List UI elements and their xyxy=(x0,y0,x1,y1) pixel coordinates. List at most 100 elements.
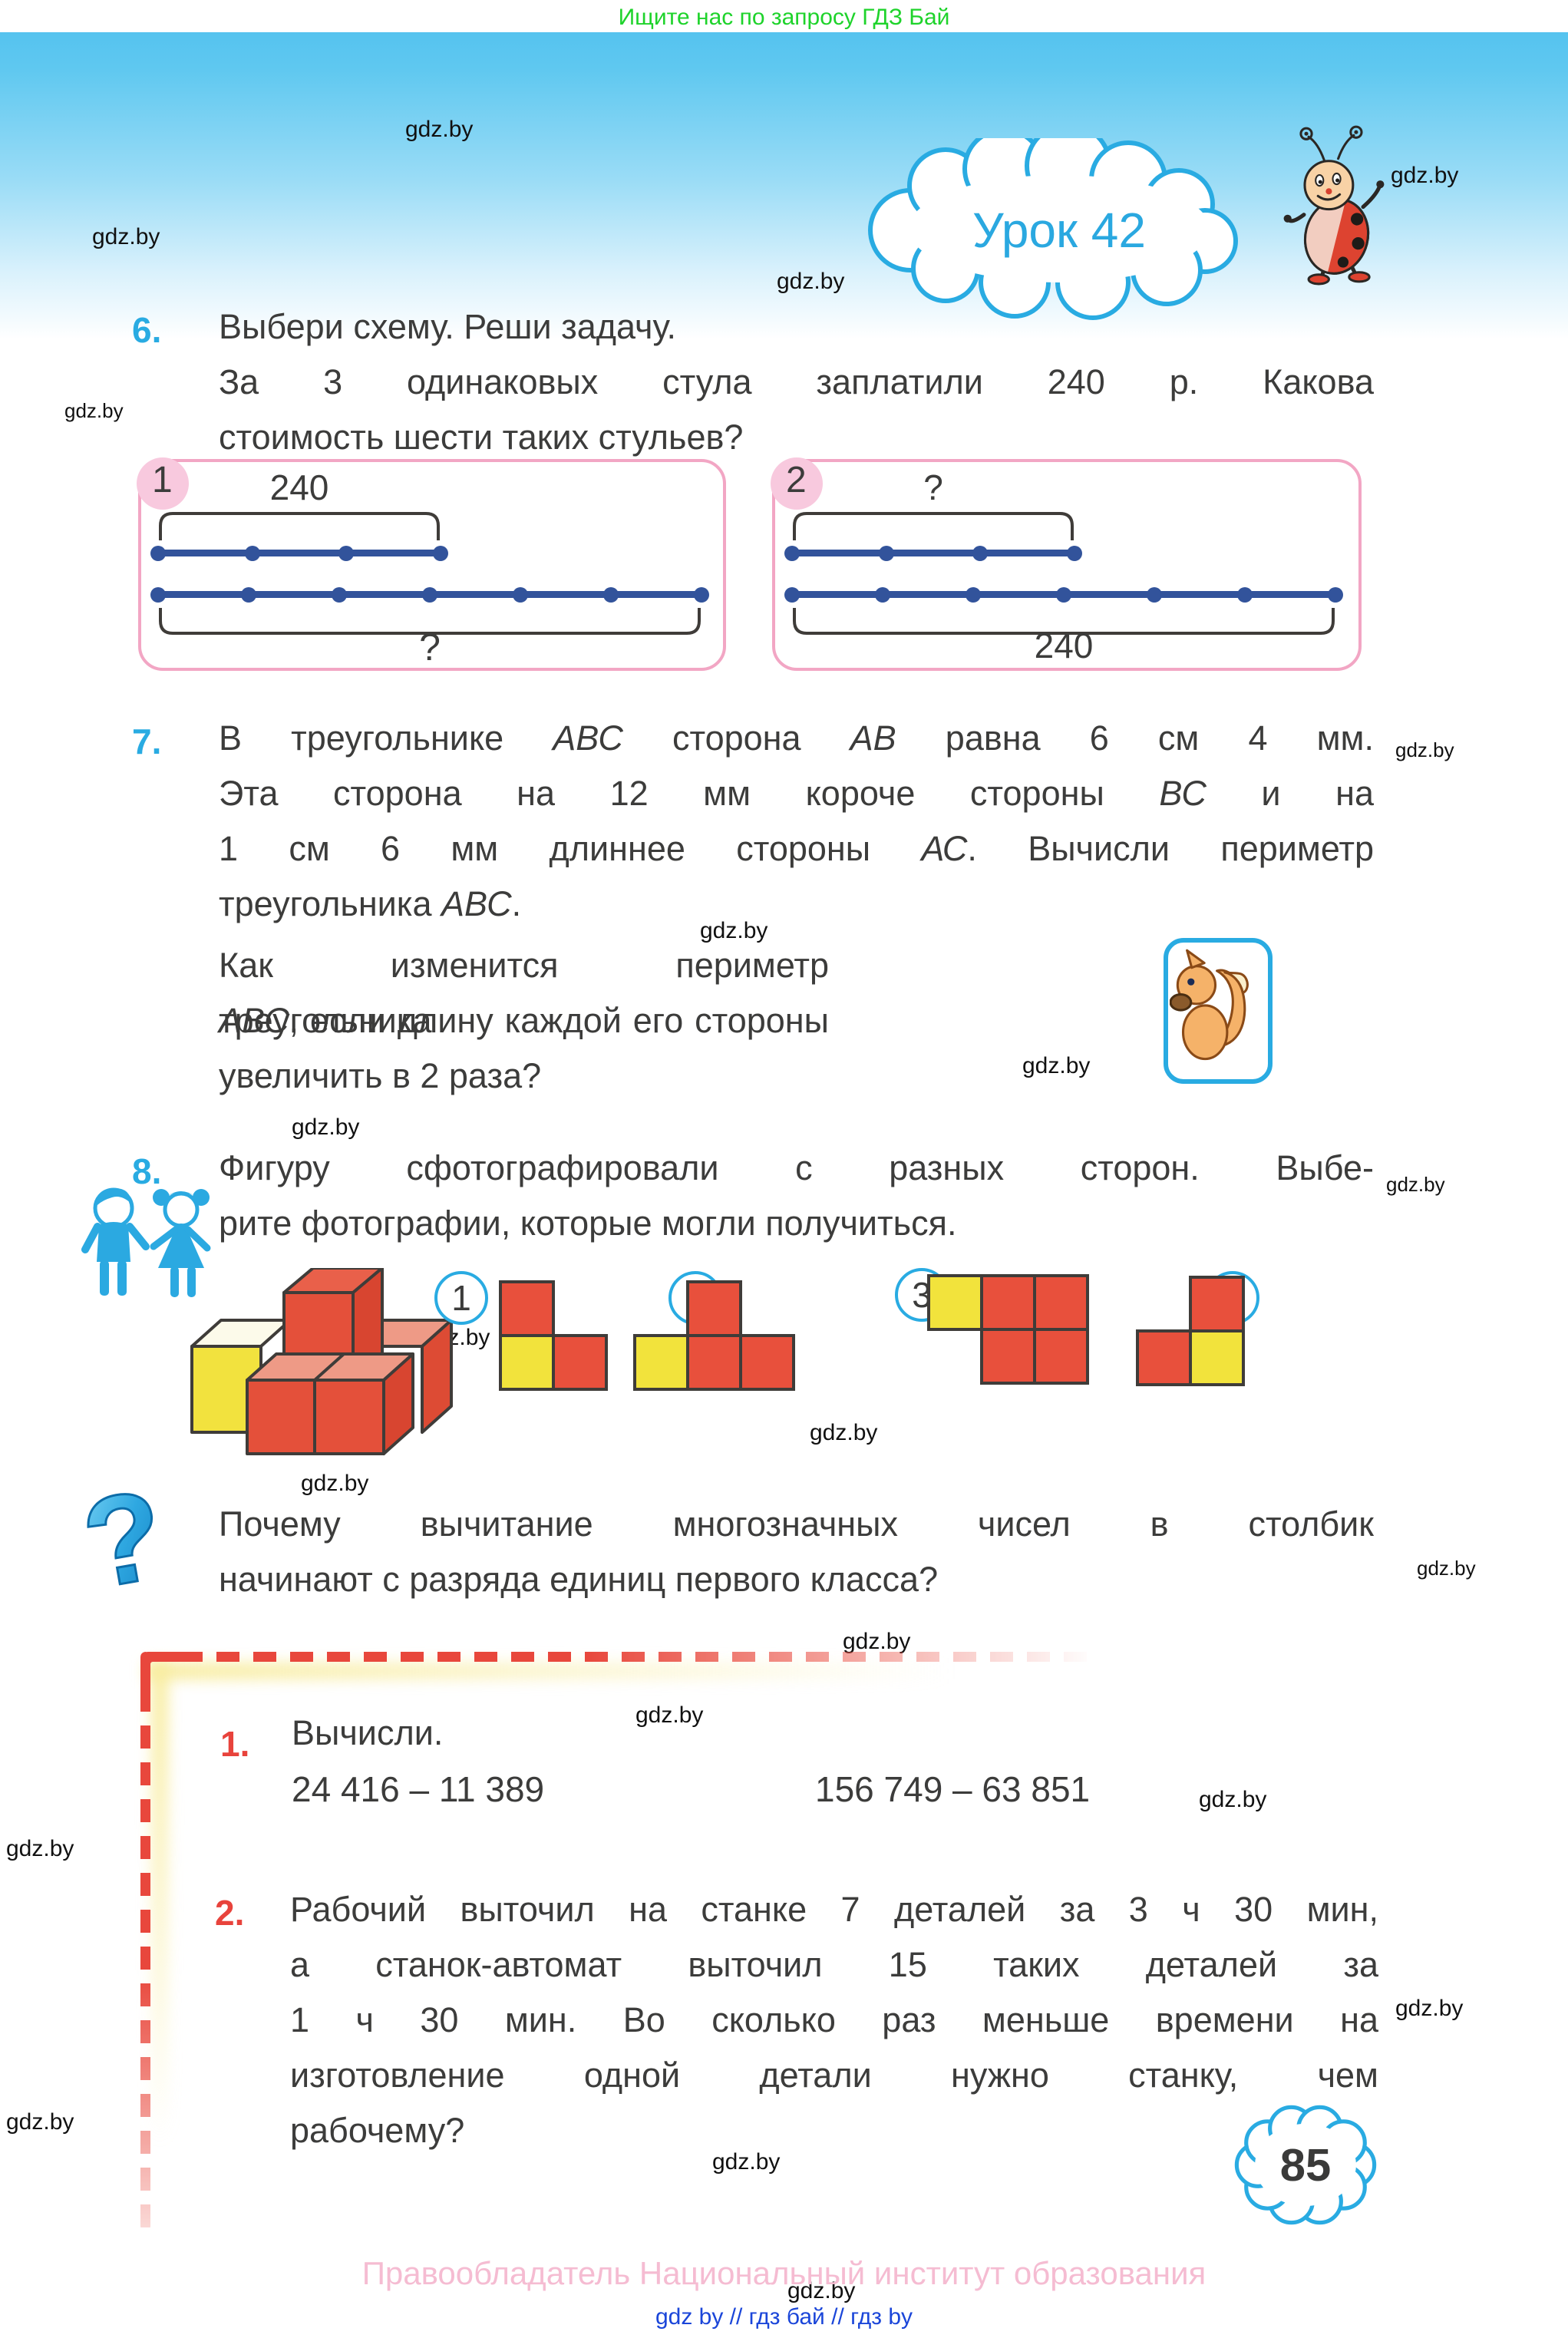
copyright-text: Правообладатель Национальный институт об… xyxy=(361,2255,1207,2291)
task6-line2: За 3 одинаковых стула заплатили 240 р. К… xyxy=(219,362,1374,401)
promo-text: Ищите нас по запросу ГДЗ Бай xyxy=(618,5,950,30)
scheme1-short-segment xyxy=(150,545,448,561)
scheme1-badge-number: 1 xyxy=(152,460,173,500)
scheme2-top-value: ? xyxy=(923,467,943,507)
segment-dot xyxy=(694,586,709,603)
task7-line2: Эта сторона на 12 мм короче стороны ВС и… xyxy=(219,774,1374,813)
homework-frame-glow-left xyxy=(151,1663,168,2184)
hw2-number: 2. xyxy=(215,1893,245,1933)
watermark: gdz.by xyxy=(843,1629,911,1654)
watermark: gdz.by xyxy=(635,1702,704,1728)
hw1-expression1: 24 416 – 11 389 xyxy=(292,1769,545,1809)
task8-number: 8. xyxy=(132,1151,162,1191)
hw2-line4: изготовление одной детали нужно станку, … xyxy=(290,2056,1378,2095)
task6-line1: Выбери схему. Реши задачу. xyxy=(219,307,676,346)
segment-dot xyxy=(603,586,619,603)
segment-dot xyxy=(1147,586,1162,603)
task7-line7: увеличить в 2 раза? xyxy=(219,1056,542,1095)
pair-work-children-icon xyxy=(81,1187,211,1297)
hw2-line5: рабочему? xyxy=(290,2111,465,2150)
photo-square-red xyxy=(980,1328,1036,1385)
photo-square-red xyxy=(739,1334,795,1391)
segment-dot xyxy=(150,545,166,561)
segment-dot xyxy=(878,545,894,561)
segment-dot xyxy=(338,545,355,561)
hw2-line1: Рабочий выточил на станке 7 деталей за 3… xyxy=(290,1890,1378,1929)
watermark: gdz.by xyxy=(6,2109,74,2135)
lesson-title: Урок 42 xyxy=(972,203,1146,258)
photo-square-red xyxy=(1033,1274,1089,1331)
scheme1-bottom-brace xyxy=(159,608,701,635)
photo-square-yellow xyxy=(633,1334,689,1391)
segment-dot xyxy=(1237,586,1253,603)
scheme1-long-segment xyxy=(150,586,709,603)
hw2-text: Рабочий выточил на станке 7 деталей за 3… xyxy=(290,1882,1378,2158)
scheme-option-2: 2 ? 240 xyxy=(771,457,1362,671)
hw1-title: Вычисли. xyxy=(292,1713,444,1752)
watermark: gdz.by xyxy=(1391,163,1459,188)
scheme2-short-segment xyxy=(784,545,1082,561)
watermark: gdz.by xyxy=(1417,1557,1476,1580)
watermark: gdz.by xyxy=(292,1115,360,1140)
scheme2-bottom-value: 240 xyxy=(1034,626,1094,665)
photo-square-yellow xyxy=(499,1334,555,1391)
photo-square-red xyxy=(1189,1276,1245,1332)
segment-dot xyxy=(1328,586,1343,603)
homework-frame-left xyxy=(140,1652,150,2231)
segment-dot xyxy=(784,545,800,561)
scheme1-badge xyxy=(137,457,189,510)
watermark: gdz.by xyxy=(1386,1173,1445,1196)
segment-dot xyxy=(972,545,989,561)
hw1-number: 1. xyxy=(220,1724,250,1764)
watermark: gdz.by xyxy=(1395,738,1454,761)
homework-frame-top xyxy=(143,1652,1125,1662)
watermark: gdz.by xyxy=(810,1420,878,1445)
photo-square-red xyxy=(1136,1329,1192,1386)
watermark: gdz.by xyxy=(777,269,845,294)
segment-dot xyxy=(244,545,260,561)
watermark: gdz.by xyxy=(301,1471,369,1496)
segment-dot xyxy=(332,586,347,603)
photo-square-red xyxy=(980,1274,1036,1331)
scheme2-badge-number: 2 xyxy=(786,460,807,500)
photo-square-yellow xyxy=(1189,1329,1245,1386)
task6-text: Выбери схему. Реши задачу. За 3 одинаков… xyxy=(219,299,1374,465)
task7-line6: АВС, если длину каждой его стороны xyxy=(219,1001,829,1040)
footer-links: gdz by // гдз бай // гдз by xyxy=(655,2304,913,2330)
hw1-expression2: 156 749 – 63 851 xyxy=(815,1769,1091,1809)
task8-text: Фигуру сфотографировали с разных сторон.… xyxy=(219,1141,1374,1251)
task7-number: 7. xyxy=(132,722,162,761)
photo-square-red xyxy=(1033,1328,1089,1385)
watermark: gdz.by xyxy=(787,2278,856,2303)
scheme1-top-value: 240 xyxy=(269,467,329,507)
cube-figure-3d xyxy=(190,1268,453,1455)
watermark: gdz.by xyxy=(405,117,474,142)
scheme1-top-brace xyxy=(159,512,440,540)
task7-text2: Как изменится периметр треугольника АВС,… xyxy=(219,938,829,1104)
task6-number: 6. xyxy=(132,310,162,350)
watermark: gdz.by xyxy=(92,224,160,249)
segment-dot xyxy=(784,586,800,603)
task7-line1: В треугольнике АВС сторона АВ равна 6 см… xyxy=(219,718,1374,758)
question-line2: начинают с разряда единиц первого класса… xyxy=(219,1560,939,1599)
photo-square-red xyxy=(499,1280,555,1337)
page-number-cloud: 85 xyxy=(1234,2105,1377,2225)
task7-line3: 1 см 6 мм длиннее стороны АС. Вычисли пе… xyxy=(219,829,1374,868)
segment-dot xyxy=(422,586,437,603)
segment-dot xyxy=(966,586,981,603)
scheme1-bottom-value: ? xyxy=(419,626,441,669)
question-mark-icon: ? xyxy=(77,1477,175,1607)
squirrel-frame xyxy=(1164,938,1273,1084)
task6-line3: стоимость шести таких стульев? xyxy=(219,418,744,457)
task8-line1: Фигуру сфотографировали с разных сторон.… xyxy=(219,1148,1374,1187)
squirrel-illustration xyxy=(1170,949,1249,1061)
question-line1: Почему вычитание многозначных чисел в ст… xyxy=(219,1504,1374,1544)
svg-text:?: ? xyxy=(77,1477,174,1607)
watermark: gdz.by xyxy=(700,918,768,943)
scheme2-badge xyxy=(771,457,823,510)
scheme2-top-brace xyxy=(793,512,1074,540)
watermark: gdz.by xyxy=(712,2149,781,2175)
photo-square-red xyxy=(686,1334,742,1391)
watermark: gdz.by xyxy=(64,399,124,422)
